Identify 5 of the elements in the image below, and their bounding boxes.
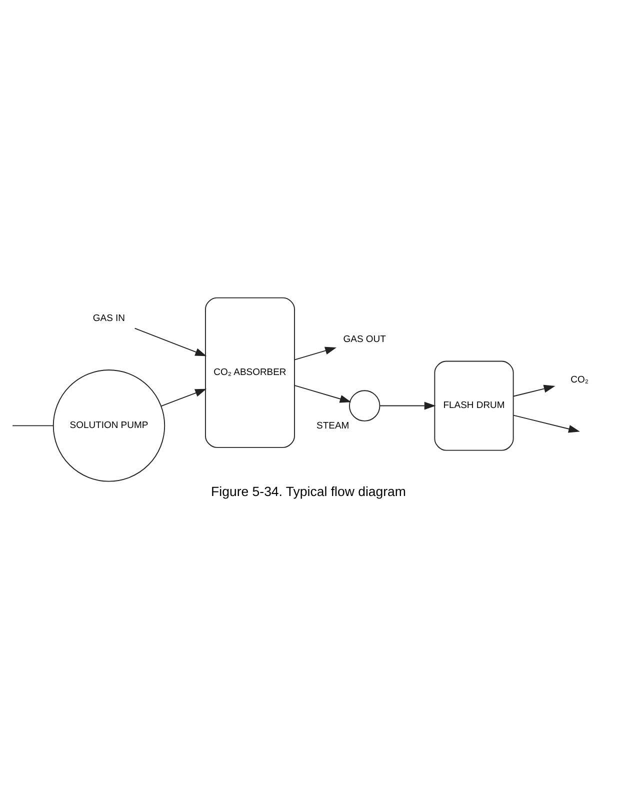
caption: Figure 5-34. Typical flow diagram [211,483,406,498]
node-text: GAS OUT [343,333,386,344]
node-text: CO₂ [570,374,589,386]
node-label: STEAM [316,420,350,432]
node-text: GAS IN [92,312,126,324]
